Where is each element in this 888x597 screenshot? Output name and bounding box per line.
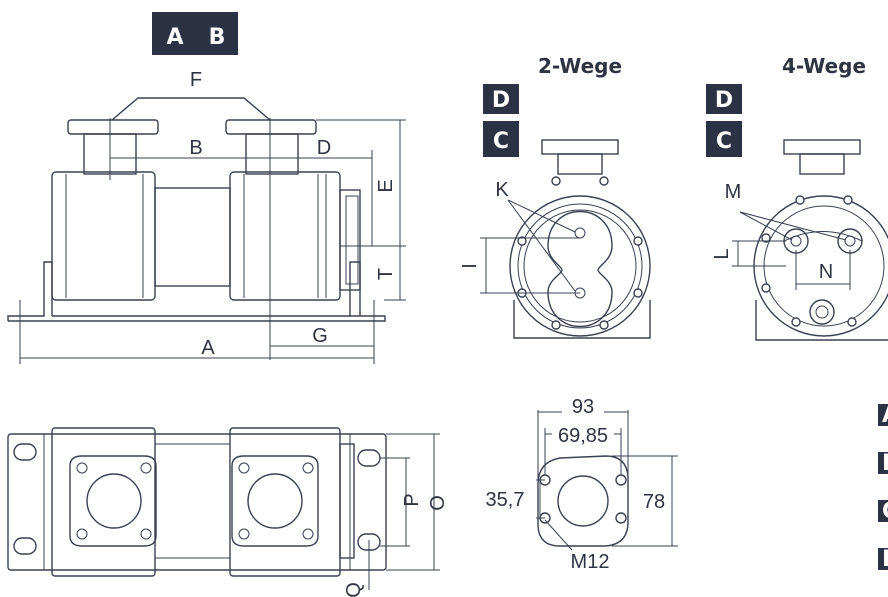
dim-label-n: N xyxy=(819,261,833,283)
four-way-title: 4-Wege xyxy=(782,54,866,78)
dim-label-e: E xyxy=(375,179,397,192)
flange-height-label: 78 xyxy=(643,491,665,513)
flange-offset-label: 35,7 xyxy=(486,489,525,511)
front-view xyxy=(7,97,386,360)
dim-label-g: G xyxy=(312,325,328,347)
two-way-badge-c: C xyxy=(493,129,509,154)
flange-thread-label: M12 xyxy=(571,551,610,573)
four-way-badge-d: D xyxy=(715,88,733,113)
four-way-view: 4-Wege D C M L xyxy=(706,54,888,341)
top-view-dimensions: O P Q xyxy=(343,433,449,597)
dim-label-m: M xyxy=(725,181,742,203)
top-view xyxy=(7,427,387,577)
legend-badge-b: B xyxy=(882,451,888,476)
two-way-view: 2-Wege D C K I xyxy=(459,54,651,339)
dim-label-k: K xyxy=(495,179,509,201)
dim-label-l: L xyxy=(711,248,733,259)
flange-hole-spacing-label: 69,85 xyxy=(558,425,608,447)
legend-badge-d: D xyxy=(882,547,888,572)
front-view-dimensions: A G B D F E T xyxy=(19,69,406,364)
flange-detail: 93 69,85 78 35,7 M12 xyxy=(486,396,678,573)
dim-label-o: O xyxy=(427,495,449,511)
dim-label-p: P xyxy=(401,493,423,506)
badge-b: B xyxy=(209,25,226,50)
legend-badge-c: C xyxy=(882,499,888,524)
dim-label-b: B xyxy=(189,137,202,159)
four-way-badge-c: C xyxy=(716,129,732,154)
two-way-title: 2-Wege xyxy=(538,54,622,78)
badge-ab: A B xyxy=(152,12,238,55)
dim-label-f: F xyxy=(190,69,202,91)
dim-label-t: T xyxy=(375,268,397,280)
two-way-badge-d: D xyxy=(492,88,510,113)
flange-width-label: 93 xyxy=(572,396,594,418)
dim-label-i: I xyxy=(459,263,481,269)
dim-label-a: A xyxy=(201,337,215,359)
legend-badge-a: A xyxy=(882,403,888,428)
dim-label-q: Q xyxy=(343,582,365,597)
legend-badges: A B C D xyxy=(878,403,888,572)
badge-a: A xyxy=(166,25,183,50)
dim-label-d: D xyxy=(317,137,331,159)
